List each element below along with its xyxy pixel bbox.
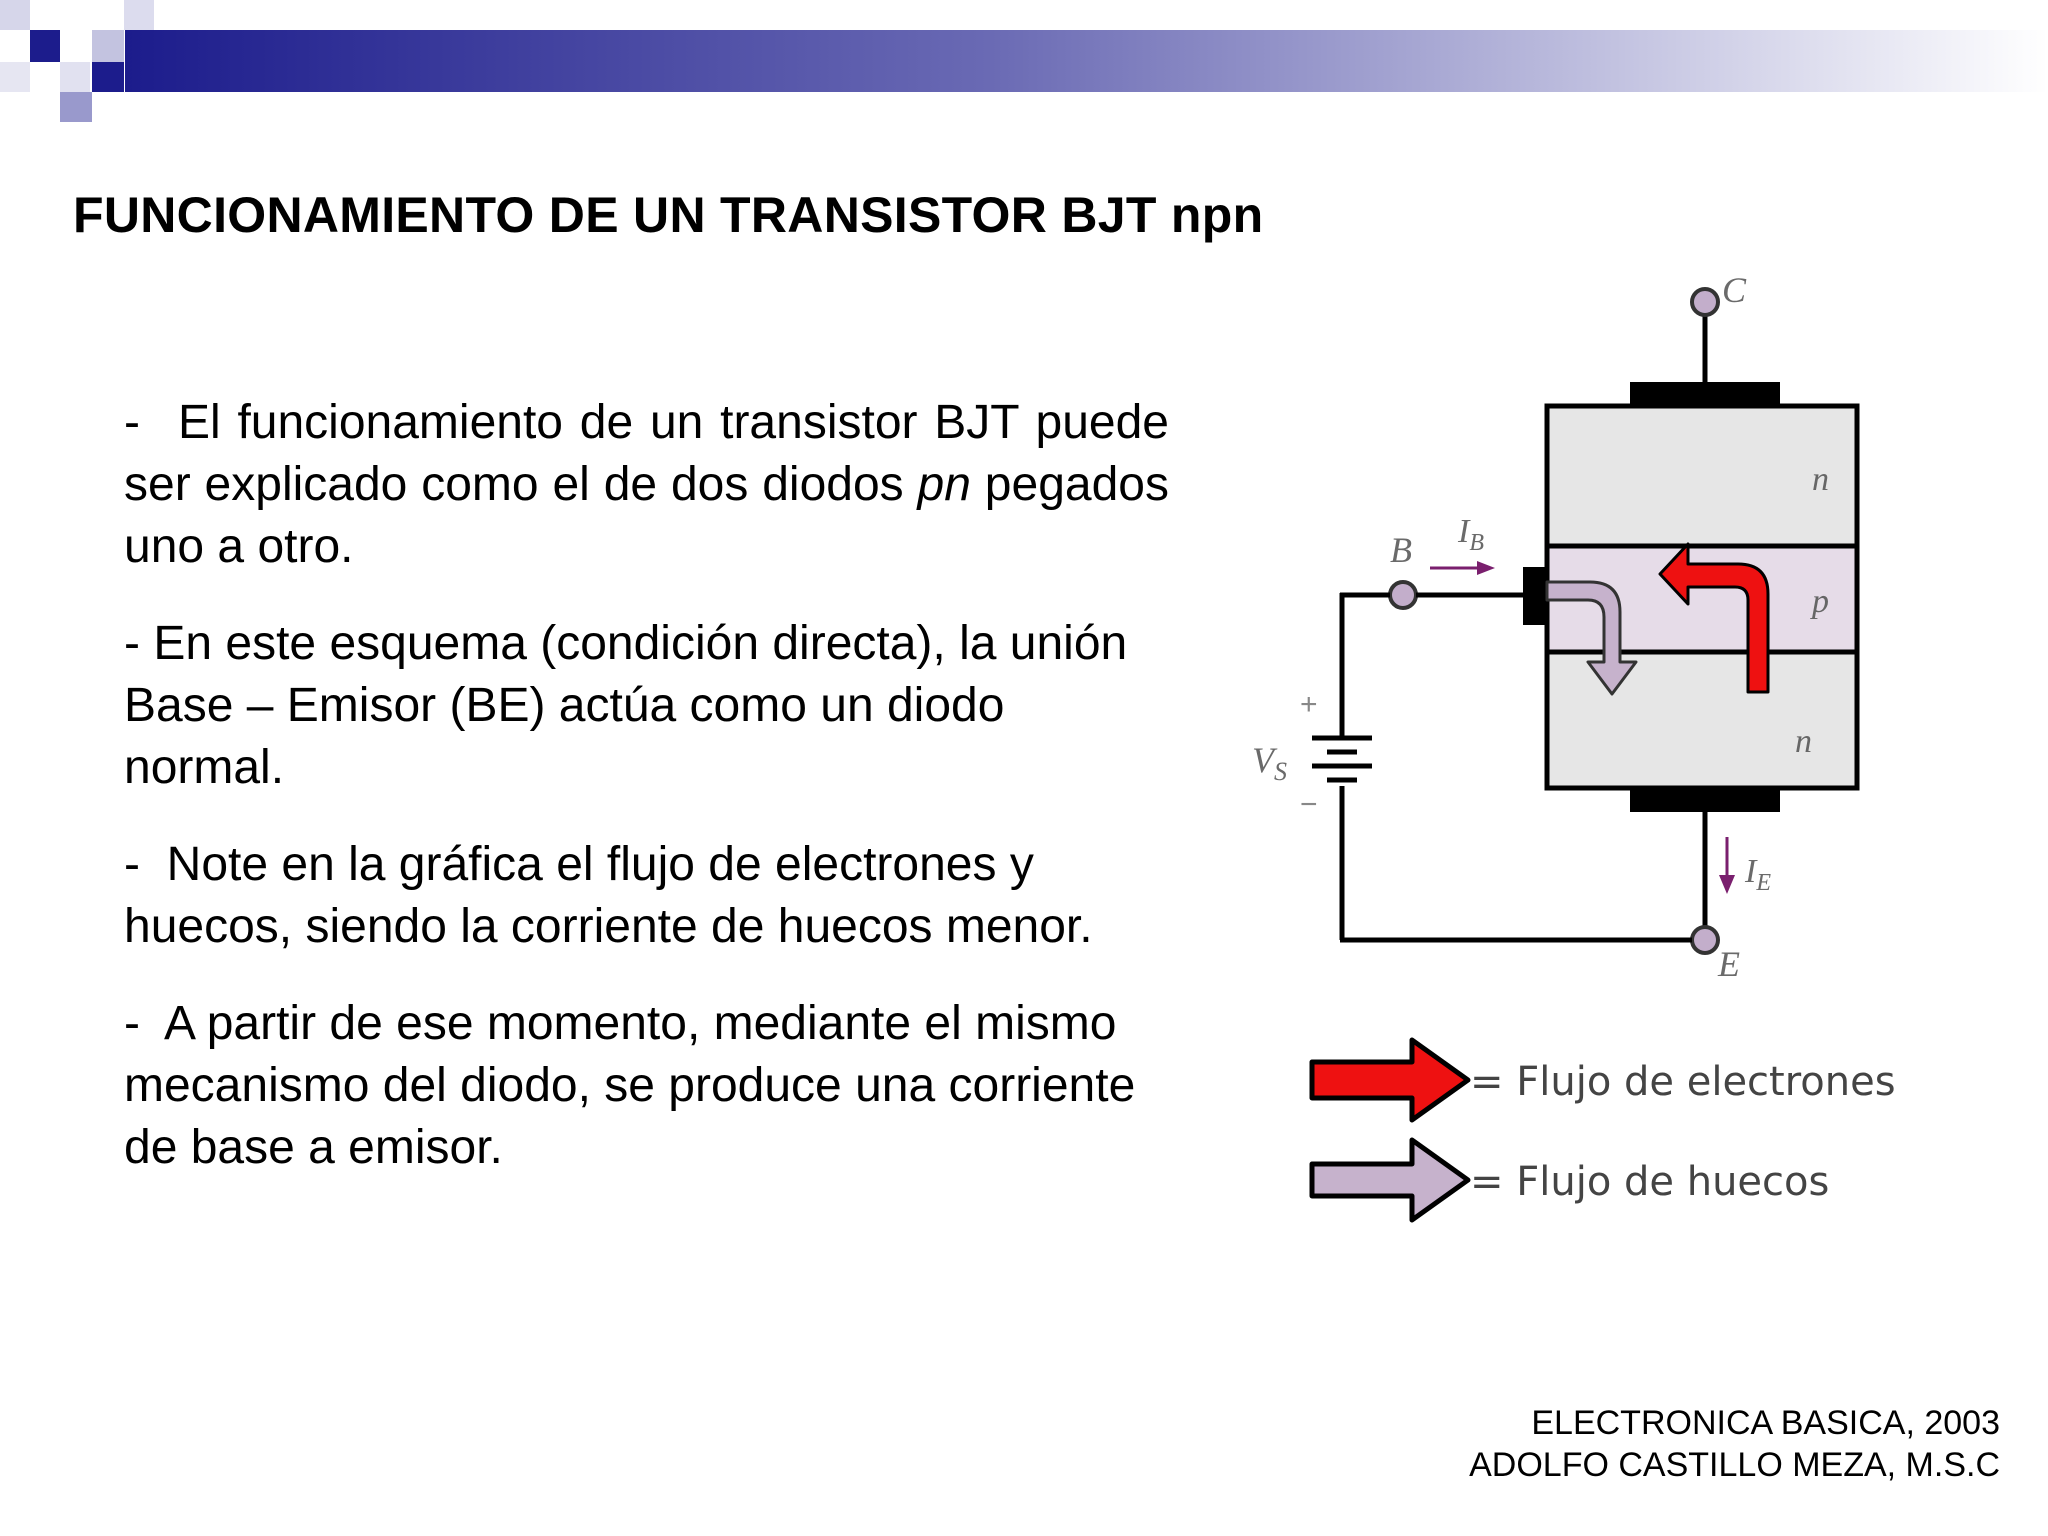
- emitter-current-label: IE: [1744, 853, 1771, 896]
- legend-electron: = Flujo de electrones: [1309, 1037, 1896, 1123]
- collector-terminal: [1690, 287, 1720, 317]
- footer-line-2: ADOLFO CASTILLO MEZA, M.S.C: [1469, 1446, 2000, 1484]
- hole-flow-arrow: [1545, 580, 1638, 696]
- emitter-contact: [1630, 788, 1780, 812]
- battery-plus: +: [1300, 688, 1318, 721]
- header-square: [92, 30, 124, 62]
- region-n-top-label: n: [1812, 461, 1829, 498]
- header-square: [0, 62, 30, 92]
- paragraph-4: - A partir de ese momento, mediante el m…: [124, 993, 1169, 1179]
- emitter-current-arrowhead: [1719, 875, 1735, 894]
- header-square: [92, 62, 124, 92]
- header-square: [60, 62, 90, 92]
- base-terminal: [1388, 580, 1418, 610]
- legend-hole-arrow: [1309, 1137, 1471, 1223]
- n-region-collector: [1544, 403, 1860, 549]
- paragraph-1-italic: pn: [917, 458, 971, 511]
- base-current-label: IB: [1457, 513, 1484, 556]
- bullet-dash: -: [124, 997, 140, 1050]
- base-contact: [1523, 567, 1547, 625]
- region-n-bottom-label: n: [1795, 723, 1812, 760]
- region-p-label: p: [1810, 583, 1829, 620]
- body-text: -El funcionamiento de un transistor BJT …: [124, 392, 1169, 1214]
- header-square: [60, 92, 92, 122]
- ib-subscript: B: [1469, 530, 1484, 556]
- header-bar: [125, 30, 2048, 92]
- footer-line-1: ELECTRONICA BASICA, 2003: [1531, 1404, 2000, 1442]
- paragraph-3: - Note en la gráfica el flujo de electro…: [124, 834, 1169, 958]
- paragraph-1-tail: pegados uno a otro.: [124, 458, 1169, 573]
- legend-electron-arrow: [1309, 1037, 1471, 1123]
- collector-contact: [1630, 382, 1780, 406]
- legend-hole: = Flujo de huecos: [1309, 1137, 1829, 1223]
- n-region-emitter: [1544, 649, 1860, 791]
- ib-symbol: I: [1457, 513, 1471, 550]
- header-square: [0, 0, 30, 30]
- paragraph-2: - En este esquema (condición directa), l…: [124, 613, 1169, 799]
- source-label: VS: [1252, 740, 1287, 786]
- base-current-arrowhead: [1477, 561, 1495, 575]
- header-square: [30, 30, 60, 62]
- ie-subscript: E: [1755, 870, 1771, 896]
- bullet-dash: -: [124, 838, 140, 891]
- collector-label: C: [1722, 270, 1747, 310]
- legend-electron-label: = Flujo de electrones: [1470, 1059, 1896, 1105]
- vs-symbol: V: [1252, 740, 1278, 780]
- bullet-dash: -: [124, 396, 140, 449]
- battery-minus: −: [1300, 788, 1318, 821]
- paragraph-2-text: En este esquema (condición directa), la …: [124, 617, 1128, 794]
- header-square: [124, 0, 154, 30]
- legend-hole-label: = Flujo de huecos: [1470, 1159, 1829, 1205]
- page-title: FUNCIONAMIENTO DE UN TRANSISTOR BJT npn: [73, 187, 1264, 243]
- paragraph-4-text: A partir de ese momento, mediante el mis…: [124, 997, 1136, 1174]
- electron-flow-arrow: [1658, 542, 1770, 694]
- vs-subscript: S: [1274, 757, 1287, 786]
- header-decoration: [0, 0, 2048, 122]
- footer-credits: ELECTRONICA BASICA, 2003 ADOLFO CASTILLO…: [1469, 1402, 2000, 1486]
- bjt-diagram: C n p n E IE B IB + − VS = Flujo de elec…: [1252, 270, 1896, 1223]
- paragraph-1-text: El funcionamiento de un transistor BJT p…: [124, 396, 1169, 511]
- bullet-dash: -: [124, 617, 140, 670]
- paragraph-3-text: Note en la gráfica el flujo de electrone…: [124, 838, 1093, 953]
- ie-symbol: I: [1744, 853, 1758, 890]
- emitter-label: E: [1717, 944, 1740, 984]
- emitter-terminal: [1690, 925, 1720, 955]
- paragraph-1: -El funcionamiento de un transistor BJT …: [124, 392, 1169, 578]
- base-label: B: [1390, 530, 1412, 570]
